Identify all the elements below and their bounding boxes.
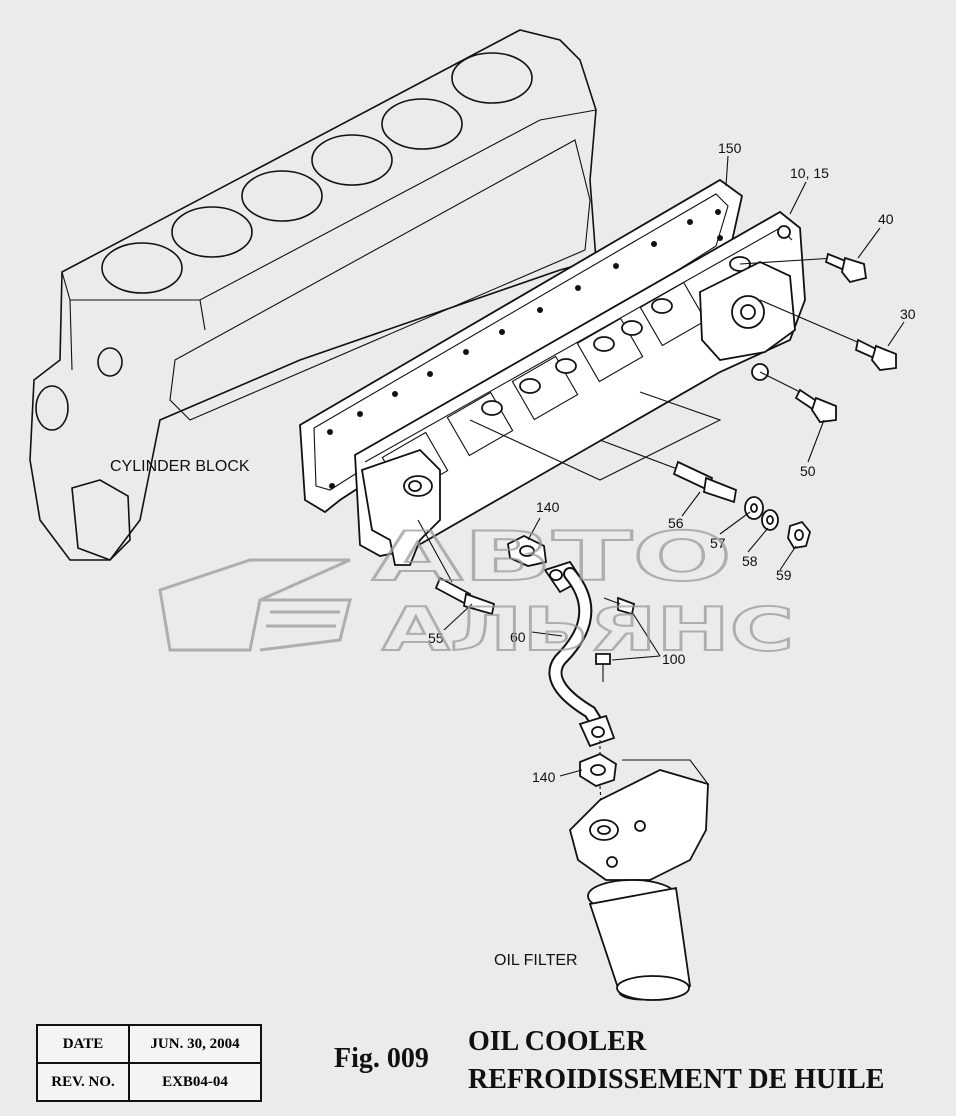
bolt-100-upper — [603, 596, 636, 616]
revision-info-table: DATE JUN. 30, 2004 REV. NO. EXB04-04 — [36, 1024, 262, 1102]
date-row: DATE JUN. 30, 2004 — [36, 1024, 262, 1064]
date-value: JUN. 30, 2004 — [128, 1024, 262, 1064]
figure-subtitle: REFROIDISSEMENT DE HUILE — [468, 1064, 885, 1095]
watermark-line2: АЛЬЯНС — [382, 595, 794, 665]
label-10-15: 10, 15 — [790, 165, 829, 181]
part-labels: CYLINDER BLOCK OIL FILTER 150 10, 15 40 … — [110, 140, 916, 969]
label-58: 58 — [742, 553, 758, 569]
washer-58 — [761, 509, 779, 531]
watermark-line1: АВТО — [372, 518, 732, 597]
label-57: 57 — [710, 535, 726, 551]
rev-row: REV. NO. EXB04-04 — [36, 1062, 262, 1102]
label-60: 60 — [510, 629, 526, 645]
date-label: DATE — [36, 1024, 130, 1064]
nut-59 — [787, 520, 811, 549]
label-40: 40 — [878, 211, 894, 227]
label-oil-filter: OIL FILTER — [494, 952, 578, 969]
label-140-top: 140 — [536, 499, 560, 515]
label-30: 30 — [900, 306, 916, 322]
stud-55 — [417, 519, 496, 616]
bolt-100-lower — [595, 653, 611, 682]
label-100: 100 — [662, 651, 686, 667]
leader-lines — [443, 155, 905, 777]
label-55: 55 — [428, 630, 444, 646]
label-150: 150 — [718, 140, 742, 156]
label-50: 50 — [800, 463, 816, 479]
label-56: 56 — [668, 515, 684, 531]
watermark: АВТО АЛЬЯНС — [158, 517, 795, 666]
figure-title: OIL COOLER — [468, 1026, 647, 1057]
cylinder-block — [29, 29, 597, 561]
oil-filter-assembly — [568, 759, 710, 1001]
rev-value: EXB04-04 — [128, 1062, 262, 1102]
gasket-140-bottom — [579, 740, 617, 821]
gasket-140-top — [507, 534, 547, 567]
oil-cooler-housing — [354, 210, 806, 566]
oil-pipe-60 — [543, 560, 616, 748]
watermark-logo-icon — [158, 558, 352, 652]
label-cylinder-block: CYLINDER BLOCK — [110, 458, 250, 475]
label-140-bottom: 140 — [532, 769, 556, 785]
bolt-40 — [739, 252, 868, 284]
label-59: 59 — [776, 567, 792, 583]
rev-label: REV. NO. — [36, 1062, 130, 1102]
stud-56 — [599, 439, 738, 504]
bolt-30 — [759, 299, 897, 371]
washer-57 — [744, 496, 764, 520]
bolt-50 — [759, 371, 837, 423]
figure-number: Fig. 009 — [334, 1043, 429, 1074]
